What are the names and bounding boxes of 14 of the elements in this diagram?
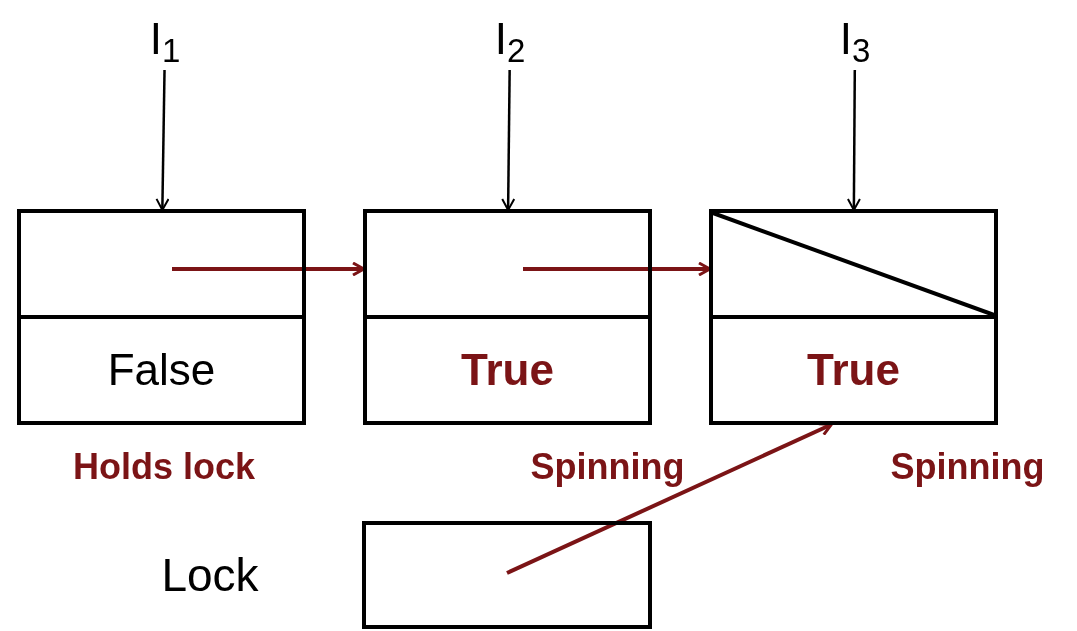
state-label: Spinning bbox=[529, 445, 686, 489]
arrow bbox=[501, 70, 516, 211]
arrow bbox=[155, 69, 170, 211]
arrow bbox=[523, 261, 712, 277]
pointer-label: I$_{1}$ bbox=[135, 8, 195, 70]
lock-label: Lock bbox=[160, 547, 260, 603]
pointer-label: I$_{3}$ bbox=[825, 8, 885, 70]
pointer-cell bbox=[362, 521, 652, 629]
state-label: Spinning bbox=[889, 445, 1046, 489]
state-label: Holds lock bbox=[71, 445, 256, 489]
arrow bbox=[172, 261, 366, 277]
pointer-label: I$_{2}$ bbox=[480, 8, 540, 70]
arrow bbox=[846, 70, 861, 211]
arrow bbox=[506, 422, 833, 575]
